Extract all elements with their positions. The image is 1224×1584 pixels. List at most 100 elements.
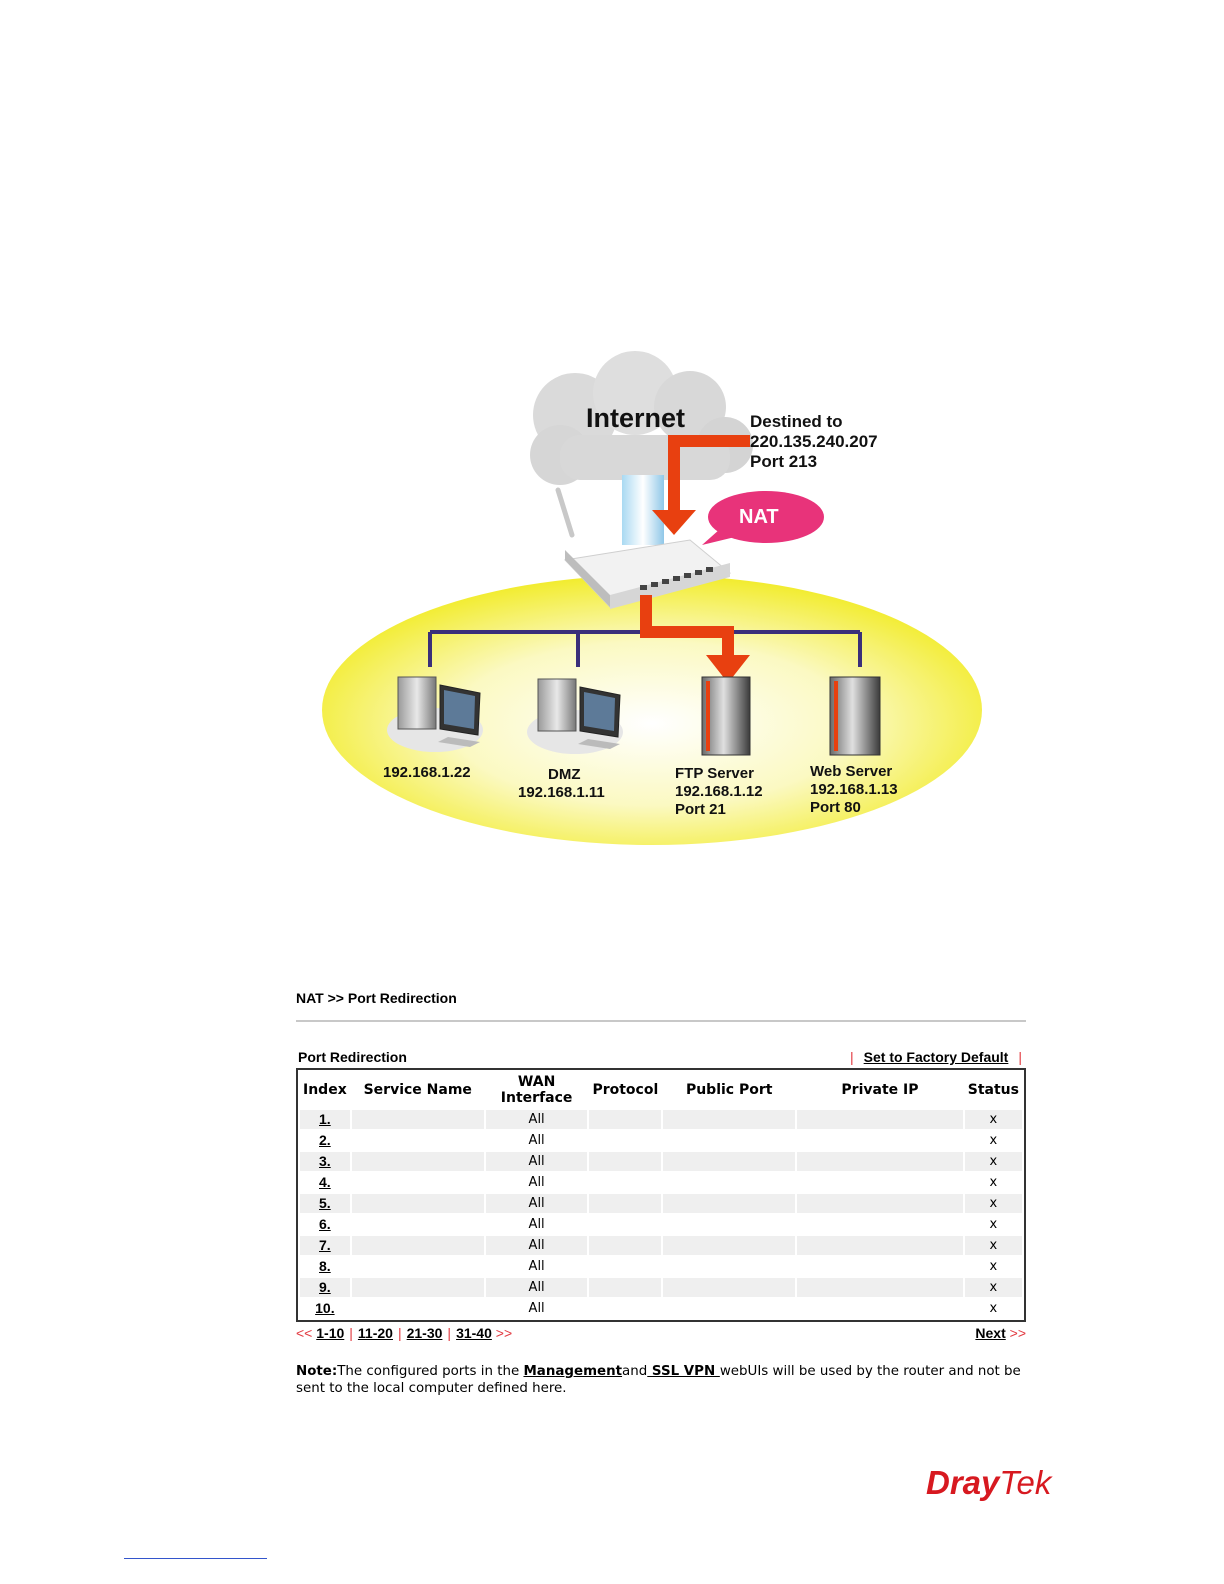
- page-link[interactable]: 1-10: [316, 1325, 345, 1341]
- pc-icon: [387, 676, 483, 752]
- host-label: 192.168.1.22: [383, 764, 471, 781]
- wan-cell: All: [485, 1215, 588, 1234]
- row-index-link[interactable]: 1.: [319, 1111, 331, 1127]
- page-link[interactable]: 31-40: [456, 1325, 492, 1341]
- status-cell: x: [964, 1257, 1022, 1276]
- host-label: Port 21: [675, 801, 726, 818]
- host-label: Web Server: [810, 763, 892, 780]
- host-label: 192.168.1.12: [675, 783, 763, 800]
- row-index-link[interactable]: 9.: [319, 1279, 331, 1295]
- svg-text:Destined to 220.135.240.20: Destined to 220.135.240.207 Port 213: [750, 412, 882, 471]
- column-header-status: Status: [967, 1082, 1019, 1098]
- server-icon: [829, 676, 881, 756]
- table-row: 10. All x: [300, 1299, 1022, 1318]
- table-row: 6. All x: [300, 1215, 1022, 1234]
- table-row: 9. All x: [300, 1278, 1022, 1297]
- column-header-public-port: Public Port: [685, 1082, 773, 1098]
- row-index-link[interactable]: 2.: [319, 1132, 331, 1148]
- row-index-link[interactable]: 10.: [315, 1300, 335, 1316]
- row-index-link[interactable]: 5.: [319, 1195, 331, 1211]
- more-arrow[interactable]: >>: [495, 1325, 513, 1341]
- svg-text:FTP Server 192.168.1.12: FTP Server 192.168.1.12 Port 21: [675, 765, 767, 818]
- destination-line: Port 213: [750, 452, 817, 471]
- management-link[interactable]: Management: [523, 1364, 623, 1379]
- destination-line: Destined to: [750, 412, 843, 431]
- row-index-link[interactable]: 4.: [319, 1174, 331, 1190]
- column-header-protocol: Protocol: [592, 1082, 659, 1098]
- row-index-link[interactable]: 7.: [319, 1237, 331, 1253]
- ssl-vpn-link[interactable]: SSL VPN: [647, 1364, 720, 1379]
- table-row: 3. All x: [300, 1152, 1022, 1171]
- pc-icon: [527, 678, 623, 754]
- set-factory-default-link[interactable]: Set to Factory Default: [863, 1049, 1009, 1065]
- breadcrumb: NAT >> Port Redirection: [296, 990, 457, 1006]
- table-row: 2. All x: [300, 1131, 1022, 1150]
- svg-text:192.168.1.22: 192.168.1.22: [383, 764, 471, 781]
- page-link[interactable]: 21-30: [406, 1325, 443, 1341]
- prev-arrow[interactable]: <<: [296, 1325, 313, 1341]
- row-index-link[interactable]: 3.: [319, 1153, 331, 1169]
- note: Note:The configured ports in the Managem…: [296, 1364, 1021, 1396]
- internet-cloud-icon: [530, 351, 753, 485]
- table-row: 1. All x: [300, 1110, 1022, 1129]
- status-cell: x: [964, 1173, 1022, 1192]
- network-diagram: Internet Destined to 220.135.240.207 Por…: [322, 351, 982, 845]
- wan-cell: All: [485, 1110, 588, 1129]
- server-icon: [701, 676, 751, 756]
- table-row: 7. All x: [300, 1236, 1022, 1255]
- host-label: Port 80: [810, 799, 861, 816]
- status-cell: x: [964, 1299, 1022, 1318]
- internet-label: Internet: [586, 403, 685, 433]
- note-label: Note:: [296, 1364, 338, 1379]
- wan-cell: All: [485, 1131, 588, 1150]
- next-link[interactable]: Next: [975, 1325, 1006, 1341]
- table-row: 4. All x: [300, 1173, 1022, 1192]
- wan-cell: All: [485, 1152, 588, 1171]
- port-redirection-panel: NAT >> Port Redirection Port Redirection…: [296, 990, 1026, 1397]
- factory-default-group: |Set to Factory Default|: [850, 1049, 1022, 1065]
- column-header-index: Index: [303, 1082, 347, 1098]
- status-cell: x: [964, 1152, 1022, 1171]
- wan-cell: All: [485, 1173, 588, 1192]
- pager: << 1-10|11-20|21-30|31-40 >> Next >>: [296, 1325, 1026, 1341]
- destination-line: 220.135.240.207: [750, 432, 878, 451]
- host-label: 192.168.1.11: [518, 784, 605, 801]
- table-row: 8. All x: [300, 1257, 1022, 1276]
- status-cell: x: [964, 1194, 1022, 1213]
- svg-text:DrayTek: DrayTek: [926, 1464, 1053, 1501]
- row-index-link[interactable]: 6.: [319, 1216, 331, 1232]
- nat-bubble: [702, 491, 824, 545]
- host-label: FTP Server: [675, 765, 754, 782]
- status-cell: x: [964, 1278, 1022, 1297]
- next-arrow[interactable]: >>: [1009, 1325, 1026, 1341]
- nat-label: NAT: [739, 506, 779, 528]
- table-title: Port Redirection: [298, 1049, 407, 1065]
- table-titlebar: Port Redirection |Set to Factory Default…: [296, 1046, 1026, 1068]
- wan-cell: All: [485, 1299, 588, 1318]
- status-cell: x: [964, 1236, 1022, 1255]
- page-links: << 1-10|11-20|21-30|31-40 >>: [296, 1325, 513, 1341]
- status-cell: x: [964, 1131, 1022, 1150]
- svg-text:DMZ 192.168.1.11: DMZ 192.168.1.11: [518, 766, 605, 801]
- svg-text:Web Server 192.168.1.13: Web Server 192.168.1.13 Port 80: [810, 763, 902, 816]
- wan-cell: All: [485, 1236, 588, 1255]
- host-label: 192.168.1.13: [810, 781, 898, 798]
- page-link[interactable]: 11-20: [357, 1325, 393, 1341]
- draytek-logo: DrayTek: [926, 1464, 1053, 1501]
- column-header-service-name: Service Name: [363, 1082, 472, 1098]
- divider: [296, 1020, 1026, 1022]
- status-cell: x: [964, 1110, 1022, 1129]
- wan-cell: All: [485, 1257, 588, 1276]
- redirect-arrow: [640, 595, 750, 683]
- status-cell: x: [964, 1215, 1022, 1234]
- wan-cell: All: [485, 1278, 588, 1297]
- host-label: DMZ: [548, 766, 581, 783]
- column-header-private-ip: Private IP: [841, 1082, 919, 1098]
- inbound-arrow: [652, 435, 750, 535]
- row-index-link[interactable]: 8.: [319, 1258, 331, 1274]
